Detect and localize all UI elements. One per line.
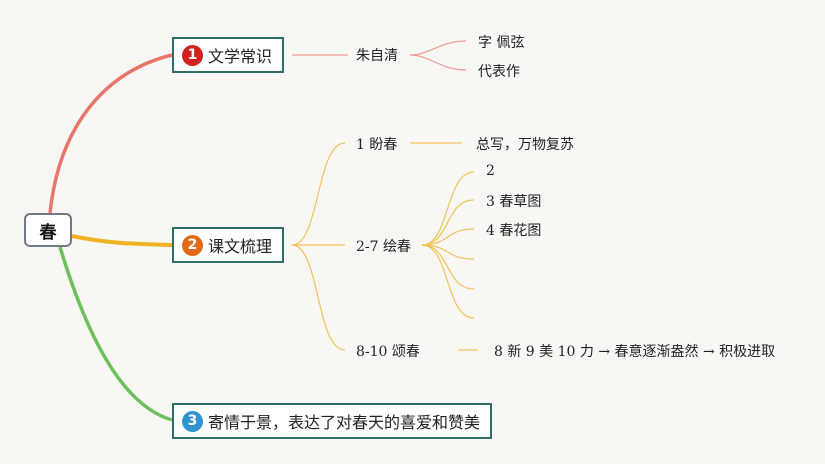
leaf-courtesy-name-label: 字 佩弦 [478, 35, 525, 51]
leaf-fan-3-label: 4 春花图 [486, 223, 542, 239]
leaf-fan-2-label: 3 春草图 [486, 194, 542, 210]
leaf-fan-1[interactable]: 2 [486, 163, 495, 179]
connector-fan-2 [421, 199, 475, 246]
connector-fan-6 [421, 244, 475, 319]
subtopic-praise-spring[interactable]: 8-10 颂春 [356, 341, 420, 361]
branch-label-3: 寄情于景，表达了对春天的喜爱和赞美 [208, 413, 481, 432]
connector-child-leaf1 [409, 40, 467, 56]
subtopic-praise-spring-label: 8-10 颂春 [356, 344, 420, 360]
subtopic-anticipate-spring-label: 1 盼春 [356, 137, 398, 153]
connector-root-branch2 [71, 234, 173, 247]
branch-label-1: 文学常识 [208, 47, 273, 66]
badge-2: 2 [182, 234, 203, 256]
root-node[interactable]: 春 [24, 213, 72, 247]
leaf-courtesy-name[interactable]: 字 佩弦 [478, 32, 524, 52]
leaf-overview[interactable]: 总写，万物复苏 [476, 134, 574, 154]
branch-node-2[interactable]: 2 课文梳理 [172, 227, 285, 263]
branch-node-1[interactable]: 1 文学常识 [172, 37, 285, 73]
leaf-fan-3[interactable]: 4 春花图 [486, 220, 541, 240]
leaf-fan-2[interactable]: 3 春草图 [486, 191, 541, 211]
connector-root-branch3 [58, 246, 173, 422]
leaf-summary-label: 8 新 9 美 10 力 → 春意逐渐盎然 → 积极进取 [494, 344, 776, 360]
connector-fan-5 [421, 244, 475, 290]
connector-branch2-sub3 [291, 244, 346, 351]
leaf-fan-1-label: 2 [486, 163, 495, 179]
subtopic-author[interactable]: 朱自清 [356, 45, 398, 65]
branch-label-2: 课文梳理 [208, 237, 273, 256]
leaf-representative-works-label: 代表作 [478, 64, 520, 80]
subtopic-anticipate-spring[interactable]: 1 盼春 [356, 134, 397, 154]
subtopic-paint-spring[interactable]: 2-7 绘春 [356, 236, 411, 256]
branch-node-3[interactable]: 3 寄情于景，表达了对春天的喜爱和赞美 [172, 403, 493, 439]
connector-branch2-sub1 [291, 142, 346, 246]
subtopic-paint-spring-label: 2-7 绘春 [356, 239, 411, 255]
connector-fan-4 [421, 244, 475, 260]
connector-root-branch1 [48, 53, 173, 214]
subtopic-author-label: 朱自清 [356, 48, 398, 64]
badge-3: 3 [182, 410, 203, 432]
leaf-overview-label: 总写，万物复苏 [476, 137, 574, 153]
leaf-summary[interactable]: 8 新 9 美 10 力 → 春意逐渐盎然 → 积极进取 [494, 341, 775, 361]
connector-child-leaf2 [409, 54, 467, 71]
root-label: 春 [39, 222, 57, 243]
connector-fan-3 [421, 228, 475, 246]
connector-fan-1 [421, 171, 475, 246]
badge-1: 1 [182, 44, 203, 66]
leaf-representative-works[interactable]: 代表作 [478, 61, 520, 81]
